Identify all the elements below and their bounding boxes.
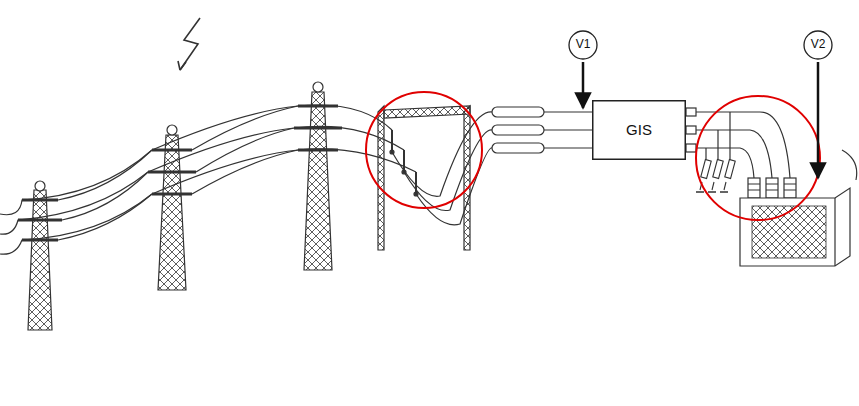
overhead-conductor [0, 105, 416, 254]
lattice-tower [18, 82, 342, 330]
termination-gantry [378, 106, 470, 250]
busbar [686, 108, 790, 178]
surge-arrester [696, 160, 735, 192]
node-label: GIS [626, 122, 652, 139]
highlight-circle [366, 92, 482, 208]
power-transformer [740, 150, 857, 266]
measurement-arrow [582, 62, 585, 108]
voltage-probe: V2 [803, 30, 833, 60]
voltage-probe: V1 [568, 30, 598, 60]
node-label: V1 [576, 38, 591, 51]
measurement-arrow [817, 62, 820, 178]
node-label: V2 [811, 38, 826, 51]
gis-box: GIS [592, 100, 686, 160]
highlight-circle [696, 96, 820, 220]
lightning-bolt [178, 18, 200, 70]
